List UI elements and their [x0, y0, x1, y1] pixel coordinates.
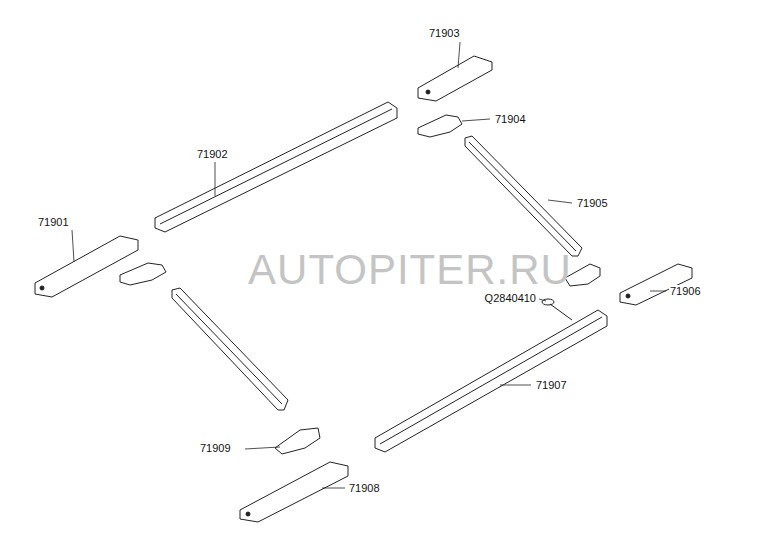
- leader-lines: [72, 42, 666, 488]
- callout-number: 71908: [348, 482, 381, 495]
- callout-number: 71901: [37, 216, 70, 229]
- cross-rail: [465, 136, 582, 256]
- cross-rail: [172, 288, 288, 410]
- end-plate: [418, 56, 492, 101]
- callout-number: 71903: [428, 27, 461, 40]
- callout-number: 71907: [535, 379, 568, 392]
- callout-number: 71909: [199, 442, 232, 455]
- callout-number: 71906: [669, 285, 702, 298]
- roof-rail: [155, 102, 397, 232]
- watermark: AUTOPITER.RU: [248, 247, 572, 293]
- roof-rail: [375, 310, 607, 452]
- callout-number: 71905: [576, 197, 609, 210]
- bracket: [418, 115, 462, 137]
- callout-number: 71904: [494, 113, 527, 126]
- bracket: [120, 263, 166, 285]
- bracket: [275, 428, 320, 454]
- callout-number: Q2840410: [484, 292, 537, 305]
- bolt: [542, 299, 554, 305]
- end-plate: [240, 462, 348, 522]
- end-plate: [35, 236, 138, 297]
- callout-number: 71902: [196, 148, 229, 161]
